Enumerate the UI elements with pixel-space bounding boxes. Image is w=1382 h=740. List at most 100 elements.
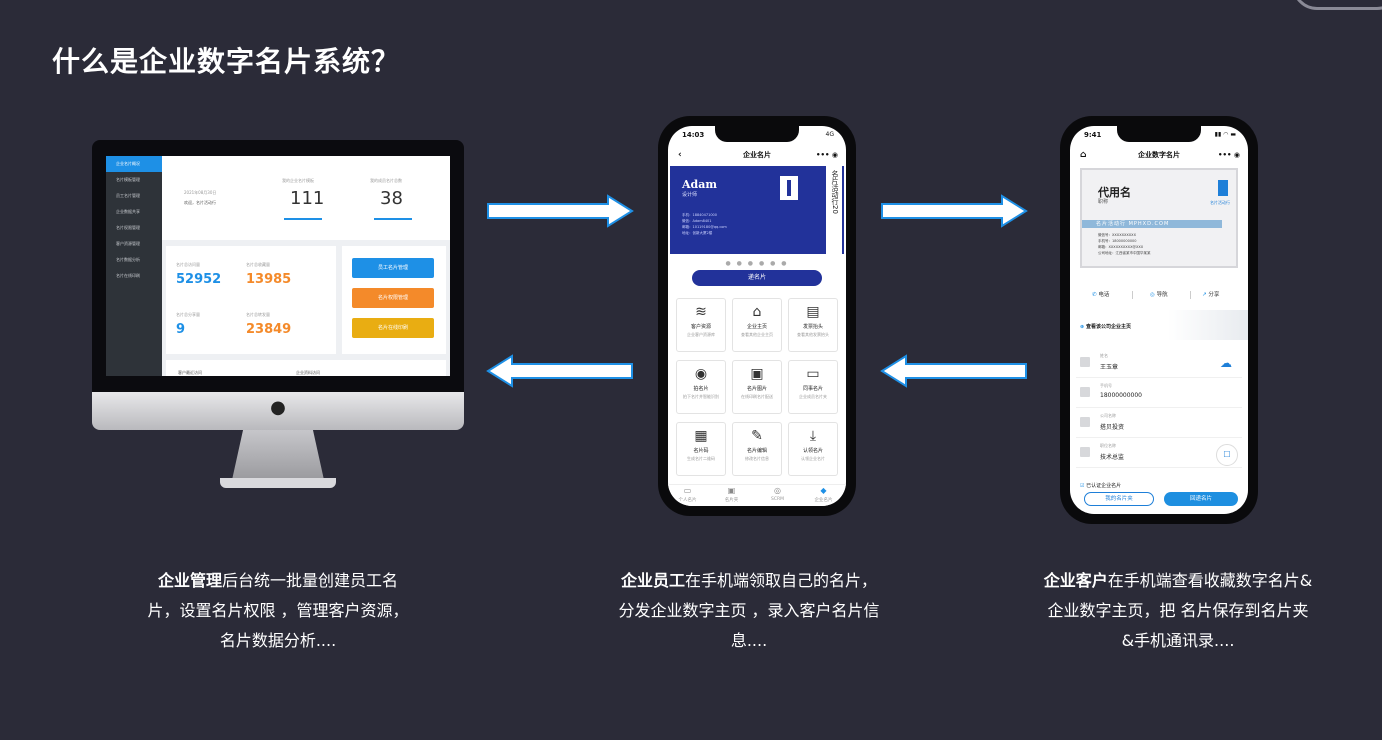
call-action[interactable]: ✆ 电话 <box>1092 290 1109 298</box>
metric-label: 名片总分享量 <box>176 312 200 317</box>
admin-sidebar: 企业名片概况 名片模板管理 员工名片管理 企业数据共享 名片权限管理 客户资源管… <box>106 156 162 376</box>
apple-logo-icon: ● <box>270 397 286 418</box>
info-key: 姓名 <box>1100 353 1108 358</box>
company-icon <box>1080 417 1090 427</box>
signal-wifi-battery-icon: ▮▮ ◠ ▬ <box>1214 131 1236 138</box>
feature-cell[interactable]: ▣名片图片在线印刷名片配送 <box>732 360 782 414</box>
desktop-monitor: 企业名片概况 名片模板管理 员工名片管理 企业数据共享 名片权限管理 客户资源管… <box>92 140 464 490</box>
link-icon: ⊕ <box>1080 324 1086 330</box>
feature-cell[interactable]: ⌂企业主页查看其他企业主页 <box>732 298 782 352</box>
tab-personal-card[interactable]: 个人名片 <box>678 498 697 503</box>
view-company-home[interactable]: ⊕ 查看该公司企业主页 <box>1070 310 1248 340</box>
sidebar-item[interactable]: 企业名片概况 <box>106 156 162 172</box>
status-time: 9:41 <box>1084 131 1102 139</box>
feature-sub: 企业成员名片夹 <box>799 394 827 399</box>
status-time: 14:03 <box>682 131 705 139</box>
home-icon[interactable]: ⌂ <box>1080 150 1087 160</box>
sidebar-item[interactable]: 客户资源管理 <box>116 241 140 246</box>
employee-phone: 14:03 4G ‹ 企业名片 ••• ◉ Adam 设计师 手机：188404… <box>658 116 856 516</box>
feature-cell[interactable]: ⤓认领名片认领企业名片 <box>788 422 838 476</box>
date-text: 2021年08月30日 <box>184 190 217 195</box>
employee-card-management-button[interactable]: 员工名片管理 <box>352 258 434 278</box>
feature-label: 认领名片 <box>802 448 823 454</box>
feature-sub: 修改名片信息 <box>745 456 769 461</box>
more-icon[interactable]: ••• ◉ <box>816 151 838 159</box>
cloud-save-icon[interactable]: ☁ <box>1220 356 1232 370</box>
monitor-base <box>220 478 336 488</box>
sidebar-item[interactable]: 名片权限管理 <box>116 225 140 230</box>
footer-label: 客户最近访问 <box>178 370 202 375</box>
carousel-dots[interactable]: ● ● ● ● ● ● <box>725 260 789 267</box>
admin-dashboard-screen: 企业名片概况 名片模板管理 员工名片管理 企业数据共享 名片权限管理 客户资源管… <box>106 156 450 376</box>
feature-cell[interactable]: ▤发票抬头查看其他发票抬头 <box>788 298 838 352</box>
feature-cell[interactable]: ▭同事名片企业成员名片夹 <box>788 360 838 414</box>
verified-badge[interactable]: ☑ 已认证企业名片 <box>1080 482 1121 489</box>
info-row: 姓名王玉章☁ <box>1076 348 1242 378</box>
sidebar-item[interactable]: 名片数据分析 <box>116 257 140 262</box>
back-icon[interactable]: ‹ <box>678 150 682 160</box>
brand-tag-text: 名片活动行 <box>1210 200 1230 205</box>
feature-cell[interactable]: ✎名片编辑修改名片信息 <box>732 422 782 476</box>
online-print-button[interactable]: 名片在线印刷 <box>352 318 434 338</box>
status-signal: 4G <box>825 131 834 138</box>
navbar-title: 企业数字名片 <box>1138 151 1180 159</box>
receipt-icon: ▤ <box>806 304 820 320</box>
building-icon: ⌂ <box>752 304 762 320</box>
quick-actions-card: 员工名片管理 名片权限管理 名片在线印刷 <box>342 246 446 354</box>
my-card-folder-button[interactable]: 我的名片夹 <box>1084 492 1154 506</box>
navigate-label: 导航 <box>1156 292 1168 298</box>
feature-cell[interactable]: ▦名片码生成名片二维码 <box>676 422 726 476</box>
feature-cell[interactable]: ≋客户资源企业客户资源库 <box>676 298 726 352</box>
card-contact: 手机：18840471000 微信：Adam8401 邮箱：10119180@q… <box>682 212 727 236</box>
metric-value: 23849 <box>246 322 292 337</box>
check-icon: ☑ <box>1080 483 1087 489</box>
caption-bold: 企业员工 <box>620 571 685 590</box>
share-label: 分享 <box>1208 292 1220 298</box>
welcome-text: 欢迎，名片活动行 <box>184 200 216 205</box>
sidebar-item[interactable]: 名片在线印刷 <box>116 273 140 278</box>
chat-float-icon[interactable]: ☐ <box>1216 444 1238 466</box>
business-card[interactable]: Adam 设计师 手机：18840471000 微信：Adam8401 邮箱：1… <box>670 166 844 254</box>
customer-phone-screen: 9:41 ▮▮ ◠ ▬ ⌂ 企业数字名片 ••• ◉ 代用名 职称 名片活动行 … <box>1070 126 1248 514</box>
sidebar-item[interactable]: 名片模板管理 <box>116 177 140 182</box>
customer-phone: 9:41 ▮▮ ◠ ▬ ⌂ 企业数字名片 ••• ◉ 代用名 职称 名片活动行 … <box>1060 116 1258 524</box>
tab-scrm[interactable]: SCRM <box>770 497 784 502</box>
qrcode-icon: ▦ <box>694 428 708 444</box>
monitor-stand <box>232 430 324 480</box>
card-permission-button[interactable]: 名片权限管理 <box>352 288 434 308</box>
feature-cell[interactable]: ◉拍名片拍下名片并智能识别 <box>676 360 726 414</box>
card-role: 职称 <box>1098 199 1109 205</box>
monitor-bezel: 企业名片概况 名片模板管理 员工名片管理 企业数据共享 名片权限管理 客户资源管… <box>92 140 464 392</box>
send-card-button[interactable]: 递名片 <box>692 270 822 286</box>
tab-card-folder[interactable]: 名片夹 <box>724 498 739 503</box>
corner-decoration <box>1292 0 1382 10</box>
card-name: 代用名 <box>1098 186 1131 199</box>
call-label: 电话 <box>1098 292 1110 298</box>
more-icon[interactable]: ••• ◉ <box>1218 151 1240 159</box>
layers-icon: ≋ <box>695 304 707 320</box>
employee-phone-screen: 14:03 4G ‹ 企业名片 ••• ◉ Adam 设计师 手机：188404… <box>668 126 846 506</box>
return-card-button[interactable]: 回递名片 <box>1164 492 1238 506</box>
view-home-label: 查看该公司企业主页 <box>1085 324 1131 330</box>
download-icon: ⤓ <box>809 428 817 444</box>
sidebar-item[interactable]: 企业数据共享 <box>116 209 140 214</box>
edit-icon: ✎ <box>751 428 763 444</box>
card-contact: 微信号：XXXXXXXXXX 手机号：18000000000 邮箱：XXXXXX… <box>1098 232 1151 256</box>
sidebar-item[interactable]: 员工名片管理 <box>116 193 140 198</box>
card-line: 手机号：18000000000 <box>1098 239 1137 243</box>
location-icon: ◎ <box>1150 292 1157 298</box>
info-row: 职位名称技术总监 <box>1076 438 1242 468</box>
arrow-left-icon <box>880 354 1027 388</box>
business-card[interactable]: 代用名 职称 名片活动行 名片活动行 MPHXD.COM 微信号：XXXXXXX… <box>1080 168 1238 268</box>
share-action[interactable]: ↗ 分享 <box>1202 290 1219 298</box>
feature-label: 名片图片 <box>746 386 767 392</box>
navigate-action[interactable]: ◎ 导航 <box>1150 290 1168 298</box>
caption-enterprise-employee: 企业员工在手机端领取自己的名片，分发企业数字主页 ，录入客户名片信息.... <box>614 566 884 656</box>
tab-enterprise-card[interactable]: 企业名片 <box>814 498 833 503</box>
feature-label: 拍名片 <box>693 386 709 392</box>
navbar-title: 企业名片 <box>743 151 771 159</box>
arrow-right-icon <box>881 194 1028 228</box>
caption-bold: 企业客户 <box>1043 571 1108 590</box>
feature-sub: 查看其他企业主页 <box>741 332 773 337</box>
phone-navbar: ⌂ 企业数字名片 ••• ◉ <box>1070 146 1248 164</box>
